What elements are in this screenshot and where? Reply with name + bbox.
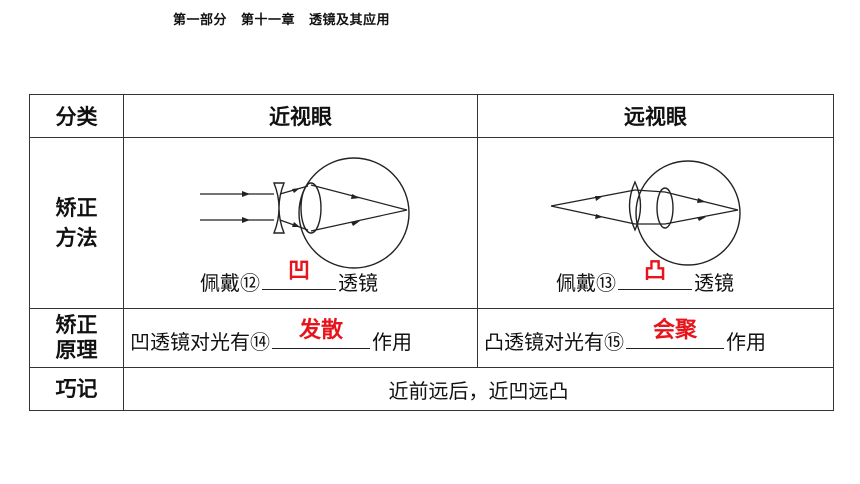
myopia-method-blank: 凹 xyxy=(262,259,336,290)
header-hyperopia: 远视眼 xyxy=(477,94,834,138)
hyperopia-principle-answer: 会聚 xyxy=(652,318,697,343)
table-row-method: 矫正 方法 xyxy=(29,137,834,309)
header-topic: 透镜及其应用 xyxy=(309,13,391,28)
memo-label: 巧记 xyxy=(29,367,124,411)
header-chapter: 第十一章 xyxy=(241,13,296,28)
method-label-line2: 方法 xyxy=(55,226,98,250)
eye-convex-lens-diagram-icon xyxy=(550,160,741,266)
eye-concave-lens-diagram-icon xyxy=(200,157,410,269)
principle-label: 矫正 原理 xyxy=(29,308,124,368)
myopia-method-cell: 佩戴⑫ 凹 透镜 xyxy=(123,137,478,309)
page-header: 第一部分第十一章透镜及其应用 xyxy=(173,9,404,28)
table-row-memo: 巧记 近前远后，近凹远凸 xyxy=(29,367,834,411)
myopia-principle-blank: 发散 xyxy=(272,318,370,349)
hyperopia-principle-suffix: 作用 xyxy=(726,330,766,354)
hyperopia-method-suffix: 透镜 xyxy=(694,271,734,295)
table-row-principle: 矫正 原理 凹透镜对光有⑭ 发散 作用 凸透镜对光有⑮ 会聚 作用 xyxy=(29,308,834,368)
hyperopia-principle-prefix: 凸透镜对光有⑮ xyxy=(484,330,624,354)
myopia-method-answer: 凹 xyxy=(287,259,310,284)
myopia-method-prefix: 佩戴⑫ xyxy=(200,271,260,295)
hyperopia-principle-text: 凸透镜对光有⑮ 会聚 作用 xyxy=(484,318,766,355)
hyperopia-method-text: 佩戴⑬ 凸 透镜 xyxy=(556,259,734,296)
myopia-method-suffix: 透镜 xyxy=(338,271,378,295)
myopia-principle-cell: 凹透镜对光有⑭ 发散 作用 xyxy=(123,308,478,368)
eye-correction-table: 分类 近视眼 远视眼 矫正 方法 xyxy=(29,94,834,411)
hyperopia-principle-blank: 会聚 xyxy=(626,318,724,349)
method-label: 矫正 方法 xyxy=(29,137,124,309)
myopia-principle-prefix: 凹透镜对光有⑭ xyxy=(130,330,270,354)
method-label-line1: 矫正 xyxy=(55,195,98,220)
myopia-principle-text: 凹透镜对光有⑭ 发散 作用 xyxy=(130,318,412,355)
hyperopia-method-answer: 凸 xyxy=(643,259,666,284)
header-category: 分类 xyxy=(29,94,124,138)
memo-text: 近前远后，近凹远凸 xyxy=(123,367,834,411)
header-part: 第一部分 xyxy=(173,13,228,28)
hyperopia-method-cell: 佩戴⑬ 凸 透镜 xyxy=(477,137,834,309)
principle-label-line1: 矫正 xyxy=(55,312,98,337)
hyperopia-method-prefix: 佩戴⑬ xyxy=(556,271,616,295)
myopia-principle-suffix: 作用 xyxy=(372,330,412,354)
header-myopia: 近视眼 xyxy=(123,94,478,138)
principle-label-line2: 原理 xyxy=(55,338,98,362)
myopia-method-text: 佩戴⑫ 凹 透镜 xyxy=(200,259,378,296)
table-header-row: 分类 近视眼 远视眼 xyxy=(29,94,834,138)
hyperopia-principle-cell: 凸透镜对光有⑮ 会聚 作用 xyxy=(477,308,834,368)
myopia-principle-answer: 发散 xyxy=(298,318,343,343)
hyperopia-method-blank: 凸 xyxy=(618,259,692,290)
